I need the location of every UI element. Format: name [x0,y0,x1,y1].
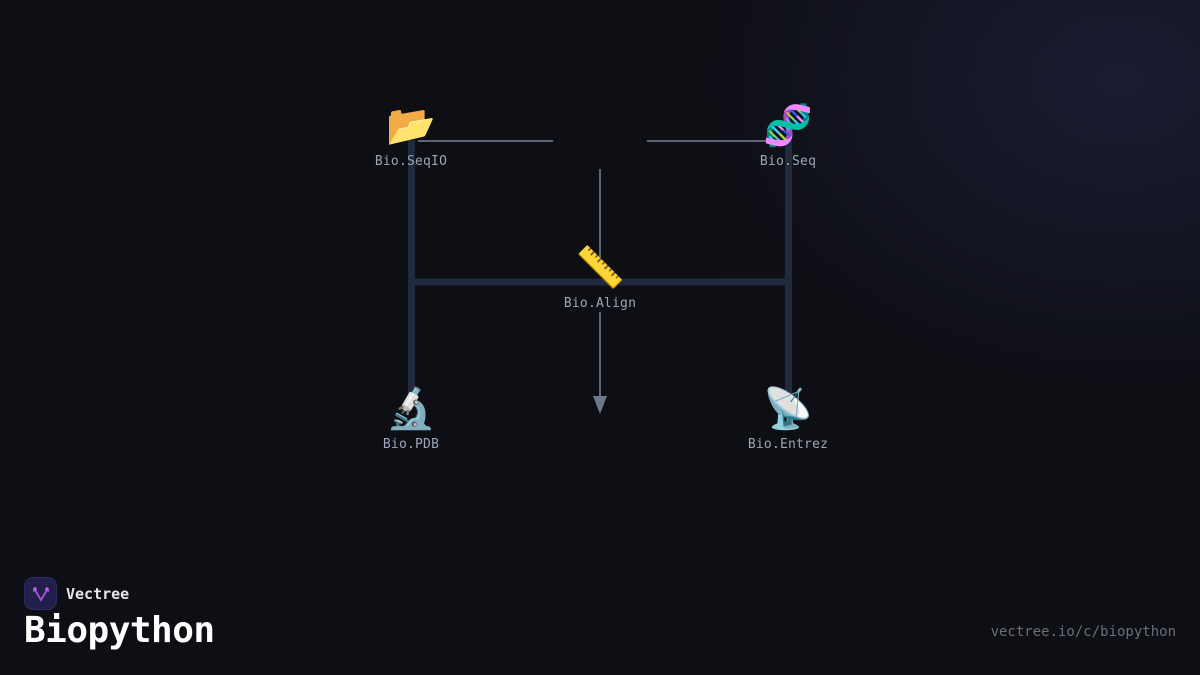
open-folder-icon: 📂 [386,103,436,149]
brand[interactable]: Vectree [24,577,129,610]
source-url-link[interactable]: vectree.io/c/biopython [990,624,1176,640]
node-bio-seq[interactable]: 🧬 Bio.Seq [728,102,848,169]
ruler-icon: 📏 [575,245,625,291]
node-bio-seqio[interactable]: 📂 Bio.SeqIO [351,102,471,169]
satellite-dish-icon: 📡 [763,386,813,432]
node-bio-entrez[interactable]: 📡 Bio.Entrez [728,385,848,452]
node-bio-align[interactable]: 📏 Bio.Align [540,244,660,311]
brand-name: Vectree [66,584,130,603]
node-bio-pdb[interactable]: 🔬 Bio.PDB [351,385,471,452]
microscope-icon: 🔬 [386,386,436,432]
page-title: Biopython [24,610,215,651]
thick-connectors [408,140,792,400]
node-label: Bio.PDB [382,437,440,452]
node-label: Bio.Entrez [747,437,829,452]
thin-connectors [418,140,782,398]
arrowhead-down-icon [593,396,607,414]
vectree-logo-icon [24,577,57,610]
node-label: Bio.Align [563,296,637,311]
node-label: Bio.Seq [759,154,817,169]
node-label: Bio.SeqIO [374,154,448,169]
tree-branch-icon [32,586,49,602]
dna-icon: 🧬 [763,103,813,149]
